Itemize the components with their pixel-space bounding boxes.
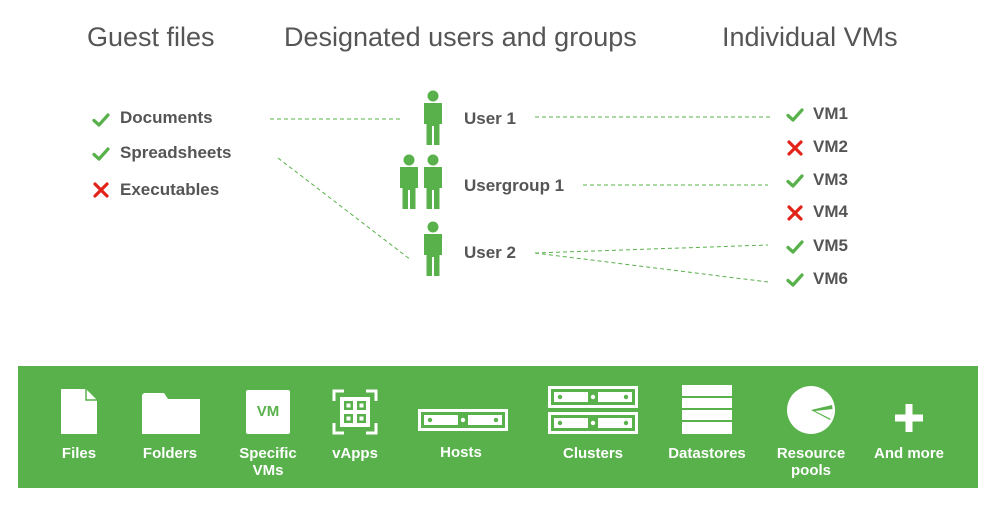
link-user2-vm5 xyxy=(534,244,769,254)
principal-usergroup-1: Usergroup 1 xyxy=(464,176,565,195)
scope-item-folders: Folders xyxy=(142,445,198,462)
datastore-icon xyxy=(682,385,732,434)
vm-item: VM6 xyxy=(813,269,848,288)
check-icon xyxy=(786,240,804,254)
scope-item-hosts: Hosts xyxy=(440,444,482,461)
check-icon xyxy=(786,273,804,287)
link-user2-vm6 xyxy=(534,252,769,283)
user-icon xyxy=(424,221,442,276)
scope-item-specific-vms: Specific VMs xyxy=(239,445,297,479)
vm-icon: VM xyxy=(246,390,290,434)
cross-icon xyxy=(787,205,803,221)
file-icon xyxy=(61,389,97,434)
check-icon xyxy=(92,147,110,161)
vm-item: VM5 xyxy=(813,236,848,255)
scope-bar: Files Folders VM Specific VMs vApps xyxy=(18,366,978,488)
folder-icon xyxy=(142,393,200,434)
vm-item: VM3 xyxy=(813,170,848,189)
scope-item-files: Files xyxy=(61,445,97,462)
check-icon xyxy=(786,174,804,188)
users-groups-header: Designated users and groups xyxy=(284,22,637,52)
resource-pool-icon xyxy=(787,386,835,434)
guest-file-executables: Executables xyxy=(120,180,220,199)
scope-item-and-more: And more xyxy=(873,445,945,462)
cross-icon xyxy=(93,182,109,198)
scope-item-datastores: Datastores xyxy=(668,445,746,462)
guest-files-header: Guest files xyxy=(87,22,215,52)
scope-item-resource-pools: Resource pools xyxy=(776,445,846,479)
user-group-icon xyxy=(400,154,442,209)
plus-icon xyxy=(895,404,923,432)
cross-icon xyxy=(787,140,803,156)
connector-lines xyxy=(270,116,770,283)
link-spreadsheets-user2 xyxy=(277,157,412,261)
user-icon xyxy=(424,90,442,145)
vm-item: VM2 xyxy=(813,137,848,156)
guest-file-spreadsheets: Spreadsheets xyxy=(120,143,232,162)
vm-item: VM4 xyxy=(813,202,848,221)
principal-user-2: User 2 xyxy=(464,243,516,262)
principal-user-1: User 1 xyxy=(464,109,516,128)
check-icon xyxy=(786,108,804,122)
host-icon xyxy=(418,409,508,431)
scope-item-clusters: Clusters xyxy=(562,445,624,462)
guest-file-documents: Documents xyxy=(120,108,213,127)
vm-icon-text: VM xyxy=(256,403,280,420)
vm-item: VM1 xyxy=(813,104,848,123)
vapp-icon xyxy=(332,389,378,435)
check-icon xyxy=(92,113,110,127)
vms-header: Individual VMs xyxy=(722,22,898,52)
cluster-icon xyxy=(548,386,638,434)
scope-item-vapps: vApps xyxy=(332,445,378,462)
